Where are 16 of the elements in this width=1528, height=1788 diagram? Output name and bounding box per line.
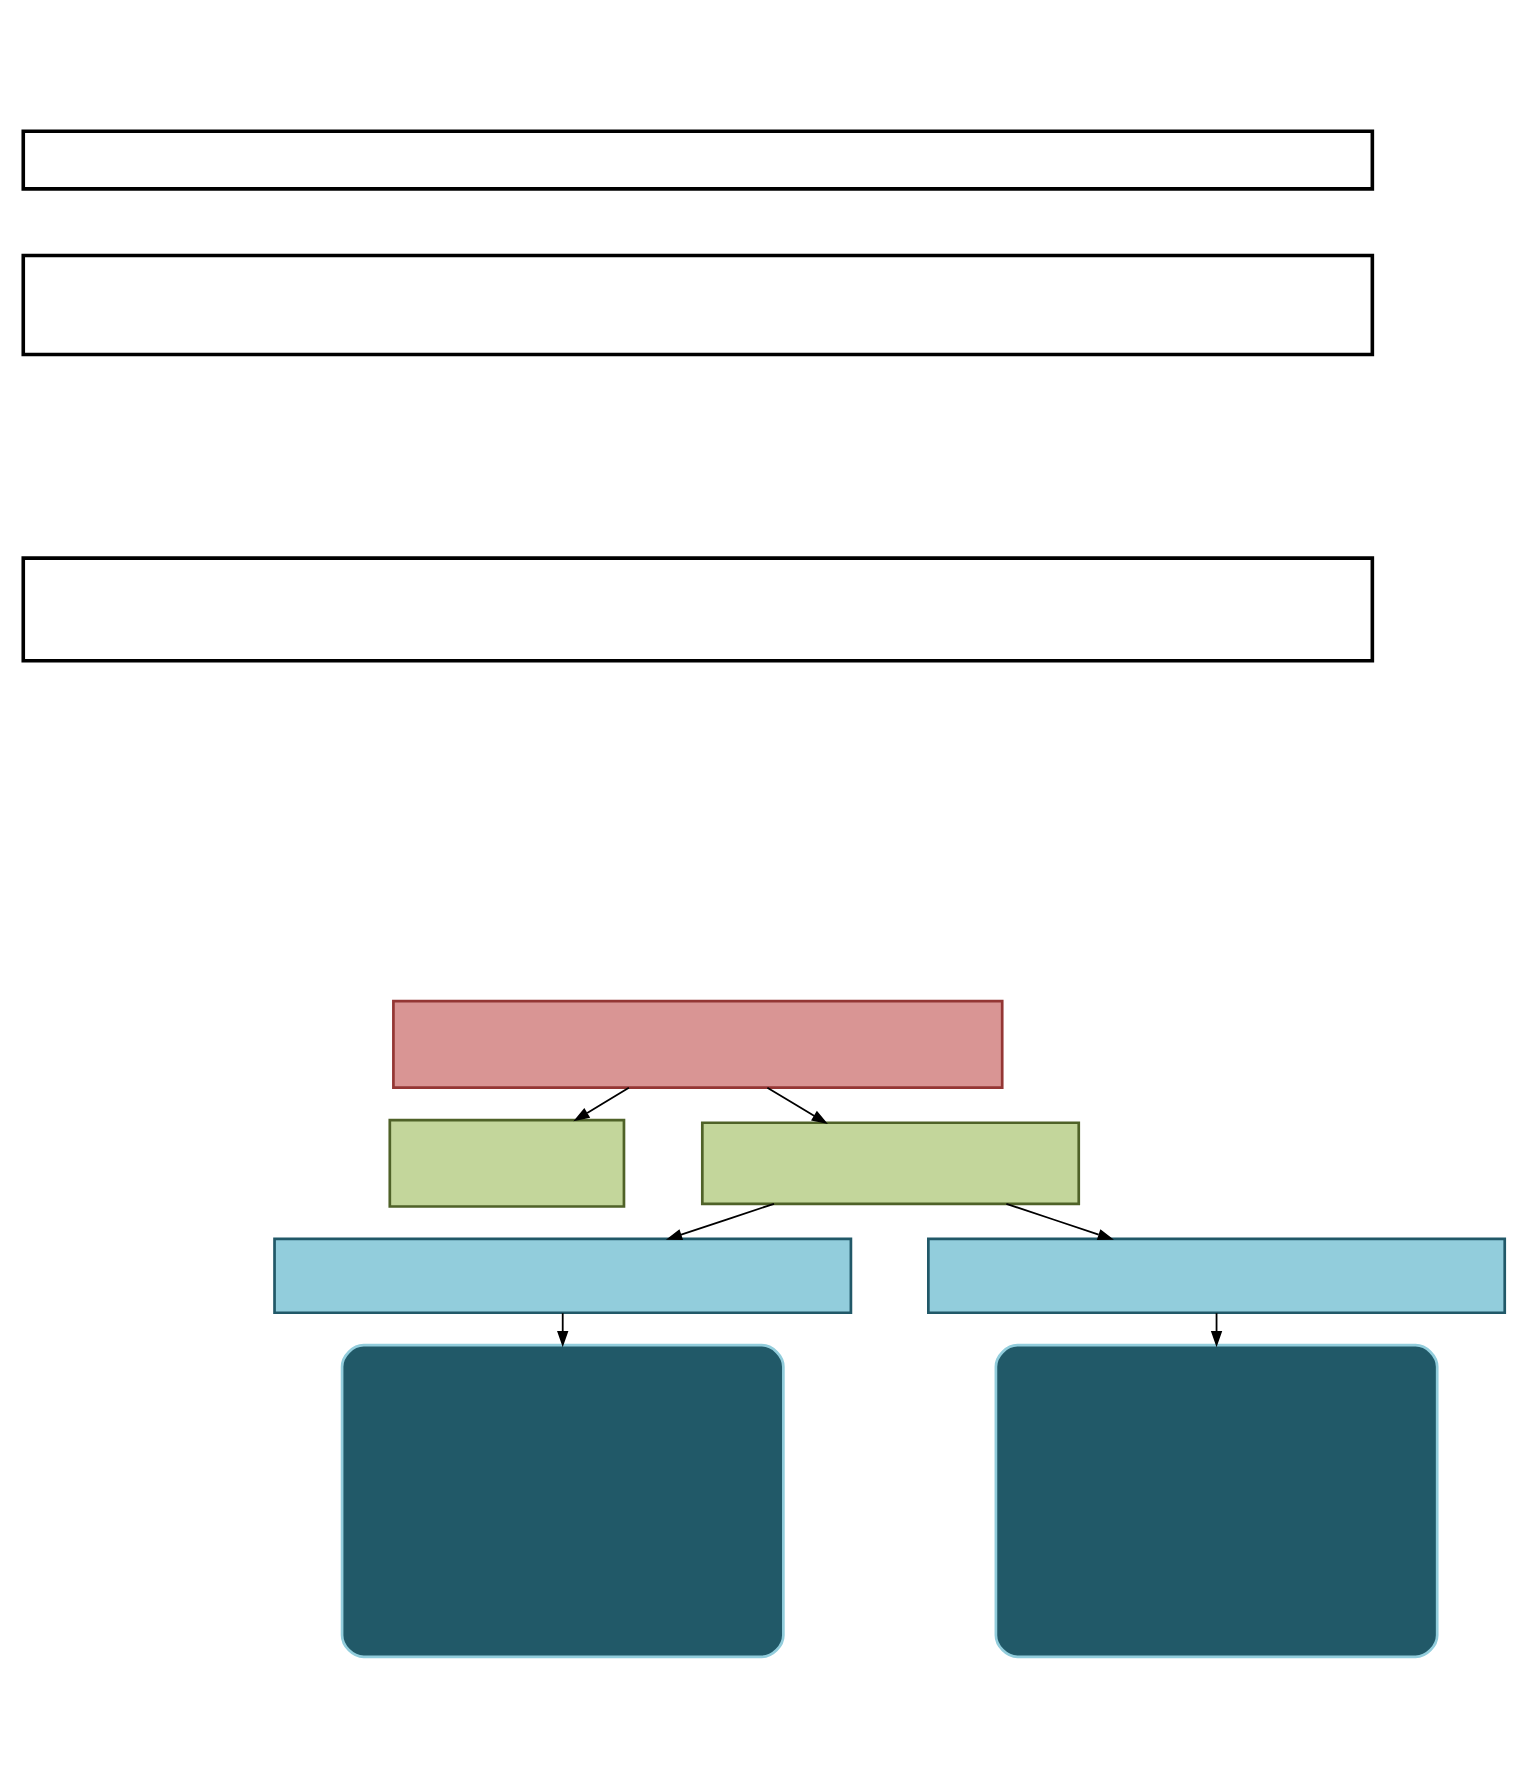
node-box [927, 1237, 1507, 1315]
node-box [994, 1343, 1439, 1659]
node-box [21, 556, 1375, 663]
arrow [1210, 1312, 1223, 1348]
node-box [340, 1343, 785, 1659]
arrow [665, 1202, 775, 1240]
node-box [21, 253, 1375, 357]
arrow [1005, 1202, 1114, 1240]
arrow [766, 1086, 828, 1124]
arrow [573, 1086, 630, 1122]
arrow [557, 1312, 569, 1348]
node-box [388, 1118, 626, 1208]
node-box [392, 999, 1004, 1089]
node-box [273, 1237, 853, 1315]
node-box [700, 1121, 1081, 1206]
node-box [21, 129, 1375, 191]
